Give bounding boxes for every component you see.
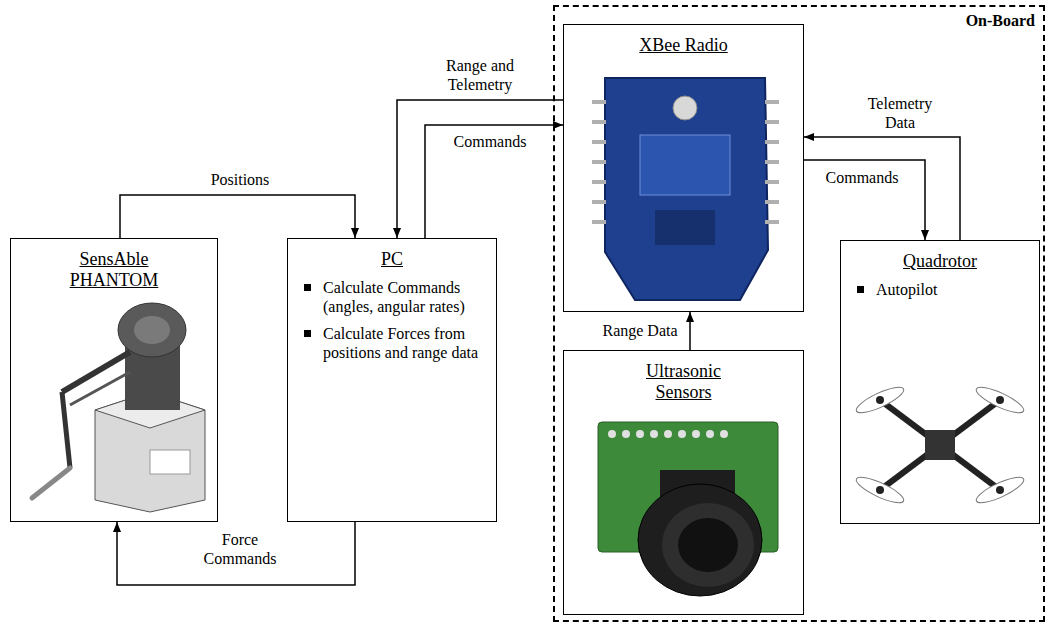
phantom-device [62, 392, 70, 468]
phantom-device [62, 352, 130, 392]
phantom-device [70, 372, 130, 405]
connector-arrow [120, 195, 355, 238]
xbee-module [640, 135, 730, 195]
ultrasonic-sensor [638, 484, 762, 596]
vehicle-box: QuadrotorAutopilot [840, 240, 1040, 524]
ultrasonic-sensor [720, 430, 728, 438]
connector-arrow [425, 125, 563, 238]
bullet-square [304, 284, 311, 291]
ultrasonic-sensor [608, 430, 616, 438]
phantom-device [134, 316, 170, 344]
ultrasonic-sensor [678, 518, 738, 572]
box-title: XBee Radio [639, 35, 727, 56]
connector-arrow [689, 312, 691, 350]
phantom-device [32, 468, 70, 498]
quadrotor-drone [925, 430, 955, 460]
box-title: Ultrasonic Sensors [629, 361, 739, 403]
quadrotor-drone [880, 400, 1000, 490]
bullet-text: Calculate Forces from positions and rang… [323, 324, 484, 362]
xbee-module [765, 100, 779, 104]
ultrasonic-sensor [598, 422, 778, 596]
bullet-text: Autopilot [876, 280, 937, 299]
bullet-square [304, 330, 311, 337]
xbee-module [765, 140, 779, 144]
box-title: SensAble PHANTOM [59, 249, 169, 291]
ultrasonic-sensor [706, 430, 714, 438]
edge-label: Range and Telemetry [430, 56, 530, 94]
process-box: PC Calculate Commands (angles, angular ra… [287, 238, 497, 522]
connector-arrow [804, 137, 960, 240]
ultrasonic-sensor [664, 430, 672, 438]
box-title: Quadrotor [903, 251, 977, 272]
edge-label: Range Data [594, 321, 686, 340]
xbee-module [592, 180, 606, 184]
quadrotor-drone [853, 383, 1026, 508]
ultrasonic-sensor [622, 430, 630, 438]
xbee-module [592, 120, 606, 124]
quadrotor-drone [876, 396, 884, 404]
quadrotor-drone [853, 383, 906, 418]
ultrasonic-sensor [636, 430, 644, 438]
region-label: On-Board [966, 11, 1035, 30]
bullet-item: Autopilot [853, 280, 1027, 299]
connector-arrow [397, 100, 563, 238]
xbee-module [605, 78, 768, 300]
quadrotor-drone [996, 396, 1004, 404]
connector-arrow [804, 160, 925, 240]
connector-arrow [117, 522, 355, 585]
quadrotor-drone [876, 486, 884, 494]
phantom-device [118, 303, 186, 357]
phantom-device [32, 303, 205, 512]
edge-label: Commands [820, 168, 904, 187]
xbee-module [592, 140, 606, 144]
xbee-module [592, 100, 606, 104]
xbee-module [592, 220, 606, 224]
ultrasonic-sensor [692, 430, 700, 438]
xbee-module [765, 200, 779, 204]
xbee-module [592, 160, 606, 164]
ultrasonic-sensor [650, 430, 658, 438]
ultrasonic-sensor [678, 430, 686, 438]
bullet-square [857, 286, 864, 293]
quadrotor-drone [880, 400, 1000, 490]
quadrotor-drone [973, 473, 1026, 508]
quadrotor-drone [853, 473, 906, 508]
xbee-module [765, 160, 779, 164]
xbee-module [765, 180, 779, 184]
bullet-item: Calculate Commands (angles, angular rate… [300, 278, 484, 316]
quadrotor-drone [973, 383, 1026, 418]
xbee-module [765, 220, 779, 224]
edge-label: Commands [445, 132, 535, 151]
edge-label: Force Commands [195, 530, 285, 568]
quadrotor-drone [996, 486, 1004, 494]
edge-label: Positions [195, 170, 285, 189]
xbee-module [655, 210, 715, 245]
onboard-region: On-BoardXBee RadioQuadrotorAutopilotUltr… [553, 5, 1045, 622]
radio-box: XBee Radio [563, 24, 804, 312]
bullet-text: Calculate Commands (angles, angular rate… [323, 278, 484, 316]
xbee-module [673, 96, 697, 120]
xbee-module [592, 200, 606, 204]
box-title: PC [381, 249, 403, 270]
phantom-device [150, 450, 190, 474]
xbee-module [765, 120, 779, 124]
bullet-item: Calculate Forces from positions and rang… [300, 324, 484, 362]
edge-label: Telemetry Data [860, 94, 940, 132]
device-box: SensAble PHANTOM [10, 238, 218, 522]
sensor-box: Ultrasonic Sensors [563, 350, 804, 615]
ultrasonic-sensor [662, 503, 754, 587]
xbee-module [592, 78, 779, 300]
